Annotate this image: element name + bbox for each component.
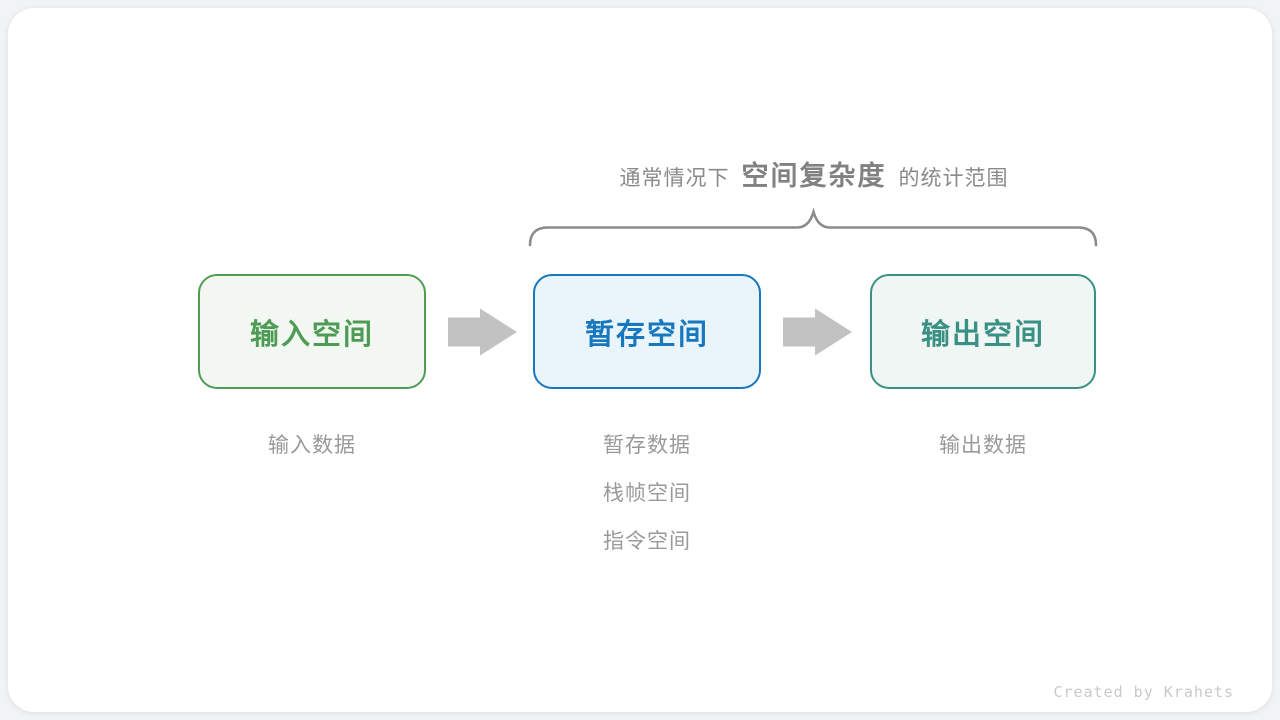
annotation-suffix: 的统计范围 xyxy=(898,167,1009,190)
arrow-right-icon xyxy=(783,308,852,356)
node-output-space-label: 输出空间 xyxy=(920,318,1045,351)
sublabel-output-data: 输出数据 xyxy=(939,434,1027,457)
sublabel-instruction-space: 指令空间 xyxy=(603,530,691,553)
arrow-right-icon xyxy=(448,308,517,356)
node-temp-space-label: 暂存空间 xyxy=(584,318,709,351)
scope-annotation: 通常情况下空间复杂度的统计范围 xyxy=(528,154,1100,193)
diagram-card: 通常情况下空间复杂度的统计范围 输入空间 暂存空间 输出空间 输入数据 暂存数据… xyxy=(8,8,1272,712)
sublabel-input-data: 输入数据 xyxy=(268,434,356,457)
node-input-space-label: 输入空间 xyxy=(249,318,374,351)
scope-brace-icon xyxy=(528,208,1098,247)
node-input-space: 输入空间 xyxy=(198,274,426,389)
annotation-prefix: 通常情况下 xyxy=(619,167,730,190)
node-temp-space: 暂存空间 xyxy=(533,274,761,389)
node-output-space: 输出空间 xyxy=(870,274,1096,389)
annotation-highlight: 空间复杂度 xyxy=(741,161,887,191)
sublabel-stack-frame-space: 栈帧空间 xyxy=(603,482,691,505)
sublabel-temp-data: 暂存数据 xyxy=(603,434,691,457)
watermark-credit: Created by Krahets xyxy=(1053,683,1234,701)
